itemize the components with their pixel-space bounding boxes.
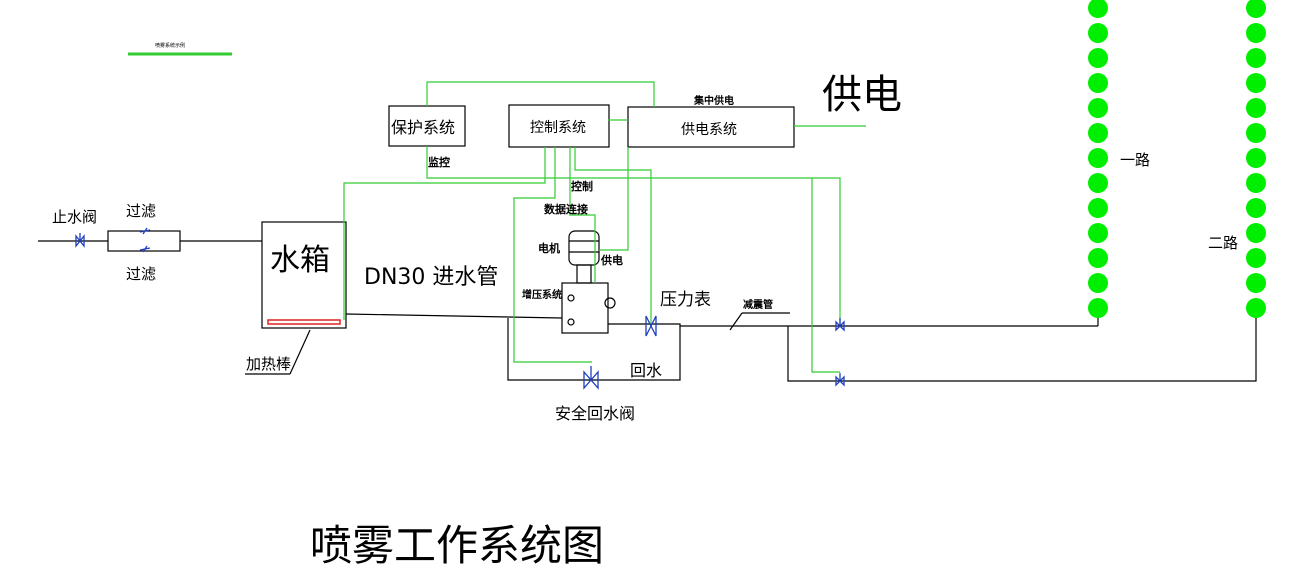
route1-nozzle bbox=[1088, 23, 1108, 43]
diagram-title: 喷雾工作系统图 bbox=[310, 521, 604, 570]
route2-nozzle bbox=[1246, 123, 1266, 143]
route1-valve-icon bbox=[835, 318, 845, 332]
safety-return-valve-label: 安全回水阀 bbox=[555, 404, 635, 423]
route2-nozzle bbox=[1246, 48, 1266, 68]
route2-nozzle bbox=[1246, 298, 1266, 318]
central-power-label: 集中供电 bbox=[693, 94, 734, 107]
route1-nozzle bbox=[1088, 148, 1108, 168]
route2-nozzle bbox=[1246, 223, 1266, 243]
filter-top-label: 过滤 bbox=[126, 202, 156, 220]
route1-nozzle bbox=[1088, 273, 1108, 293]
header-tiny: 喷雾系统示例 bbox=[155, 42, 185, 49]
filter-bottom-label: 过滤 bbox=[126, 265, 156, 283]
pressure-gauge-label: 压力表 bbox=[660, 290, 711, 310]
water-pipes bbox=[38, 104, 1257, 382]
heater-element bbox=[267, 319, 341, 325]
filter-valve-bottom-icon bbox=[139, 245, 151, 253]
route1-nozzles bbox=[1088, 0, 1108, 318]
route1-nozzle bbox=[1088, 198, 1108, 218]
power-big-label: 供电 bbox=[822, 72, 902, 118]
route1-nozzle bbox=[1088, 48, 1108, 68]
power-small-label: 供电 bbox=[600, 253, 623, 267]
inlet-pipe-label: DN30 进水管 bbox=[364, 265, 498, 290]
control-system-label: 控制系统 bbox=[530, 120, 586, 136]
stop-valve-label: 止水阀 bbox=[52, 208, 97, 226]
route2-nozzles bbox=[1246, 0, 1266, 318]
filter-valve-top-icon bbox=[139, 227, 151, 235]
route1-nozzle bbox=[1088, 223, 1108, 243]
route1-nozzle bbox=[1088, 98, 1108, 118]
damping-pipe-label: 减震管 bbox=[743, 298, 773, 311]
route1-nozzle bbox=[1088, 298, 1108, 318]
tank-body bbox=[261, 221, 347, 329]
control-small-label: 控制 bbox=[571, 179, 593, 193]
route2-nozzle bbox=[1246, 273, 1266, 293]
heater-label: 加热棒 bbox=[246, 355, 291, 373]
power-system-label: 供电系统 bbox=[681, 122, 737, 138]
signal-lines bbox=[343, 81, 866, 373]
route2-label: 二路 bbox=[1208, 234, 1238, 252]
return-water-label: 回水 bbox=[630, 361, 662, 380]
route1-nozzle bbox=[1088, 248, 1108, 268]
route1-nozzle bbox=[1088, 0, 1108, 18]
route2-nozzle bbox=[1246, 148, 1266, 168]
route1-label: 一路 bbox=[1120, 151, 1150, 169]
route2-nozzle bbox=[1246, 0, 1266, 18]
safety-return-valve-icon bbox=[583, 366, 599, 390]
route2-nozzle bbox=[1246, 73, 1266, 93]
tank-label: 水箱 bbox=[270, 243, 330, 278]
valves bbox=[75, 227, 845, 390]
route2-nozzle bbox=[1246, 98, 1266, 118]
route2-valve-icon bbox=[835, 373, 845, 387]
route2-nozzle bbox=[1246, 198, 1266, 218]
booster-label: 增压系统 bbox=[522, 288, 562, 301]
protection-system-label: 保护系统 bbox=[391, 118, 455, 137]
route1-nozzle bbox=[1088, 123, 1108, 143]
pressure-valve-icon bbox=[645, 315, 657, 337]
route2-nozzle bbox=[1246, 23, 1266, 43]
route2-nozzle bbox=[1246, 248, 1266, 268]
motor-label: 电机 bbox=[538, 241, 560, 255]
route1-nozzle bbox=[1088, 73, 1108, 93]
route2-nozzle bbox=[1246, 173, 1266, 193]
stop-valve-icon bbox=[75, 233, 85, 248]
monitor-label: 监控 bbox=[428, 155, 450, 169]
data-link-label: 数据连接 bbox=[544, 202, 588, 216]
route1-nozzle bbox=[1088, 173, 1108, 193]
